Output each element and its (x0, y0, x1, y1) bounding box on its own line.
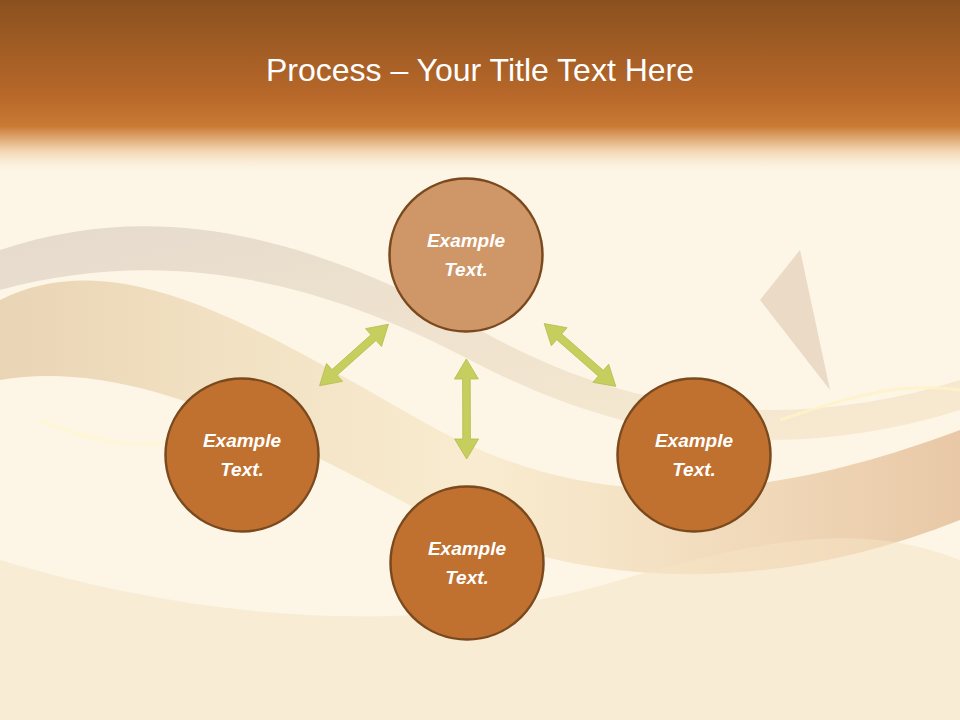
node-label: Example Text. (412, 226, 520, 284)
circle-outline (164, 377, 320, 533)
circle-shape (391, 487, 544, 640)
double-arrow (544, 324, 616, 387)
slide-title: Process – Your Title Text Here (0, 52, 960, 89)
circle-shape (618, 379, 771, 532)
circle-shape (390, 179, 543, 332)
node-label: Example Text. (640, 426, 748, 484)
node-label: Example Text. (413, 534, 521, 592)
circle-outline (388, 177, 544, 333)
circle-outline (616, 377, 772, 533)
process-circle: Example Text. (164, 377, 320, 533)
circle-shape (166, 379, 319, 532)
glint (40, 420, 180, 444)
process-circle: Example Text. (388, 177, 544, 333)
swirl (760, 250, 830, 390)
node-label: Example Text. (188, 426, 296, 484)
process-circle: Example Text. (389, 485, 545, 641)
double-arrow (320, 324, 389, 385)
circle-outline (389, 485, 545, 641)
header-band (0, 0, 960, 175)
process-circle: Example Text. (616, 377, 772, 533)
glint (780, 387, 960, 420)
double-arrow (454, 359, 478, 459)
